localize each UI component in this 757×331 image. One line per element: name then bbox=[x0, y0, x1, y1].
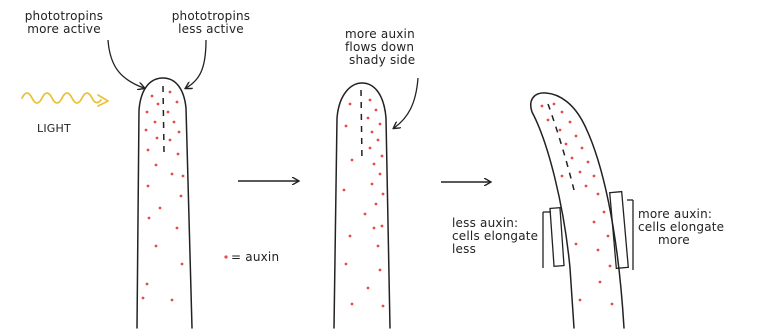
auxin-legend-dot bbox=[224, 255, 227, 258]
seedling-3 bbox=[531, 93, 633, 328]
light-wave-icon bbox=[22, 93, 108, 106]
pointer-arrow-more-active bbox=[108, 40, 144, 88]
right-cell-bracket bbox=[610, 192, 629, 269]
seedling-2 bbox=[334, 83, 390, 328]
auxin-dots-seedling-2 bbox=[343, 99, 385, 308]
seedling-1 bbox=[137, 78, 192, 328]
pointer-arrow-less-active bbox=[186, 40, 206, 88]
center-dash-line bbox=[361, 90, 362, 162]
auxin-dots-seedling-3 bbox=[541, 103, 614, 306]
center-dash-line bbox=[548, 104, 574, 190]
pointer-arrow-shady-side bbox=[394, 78, 418, 128]
left-cell-bracket bbox=[550, 208, 564, 267]
center-dash-line bbox=[163, 86, 164, 152]
